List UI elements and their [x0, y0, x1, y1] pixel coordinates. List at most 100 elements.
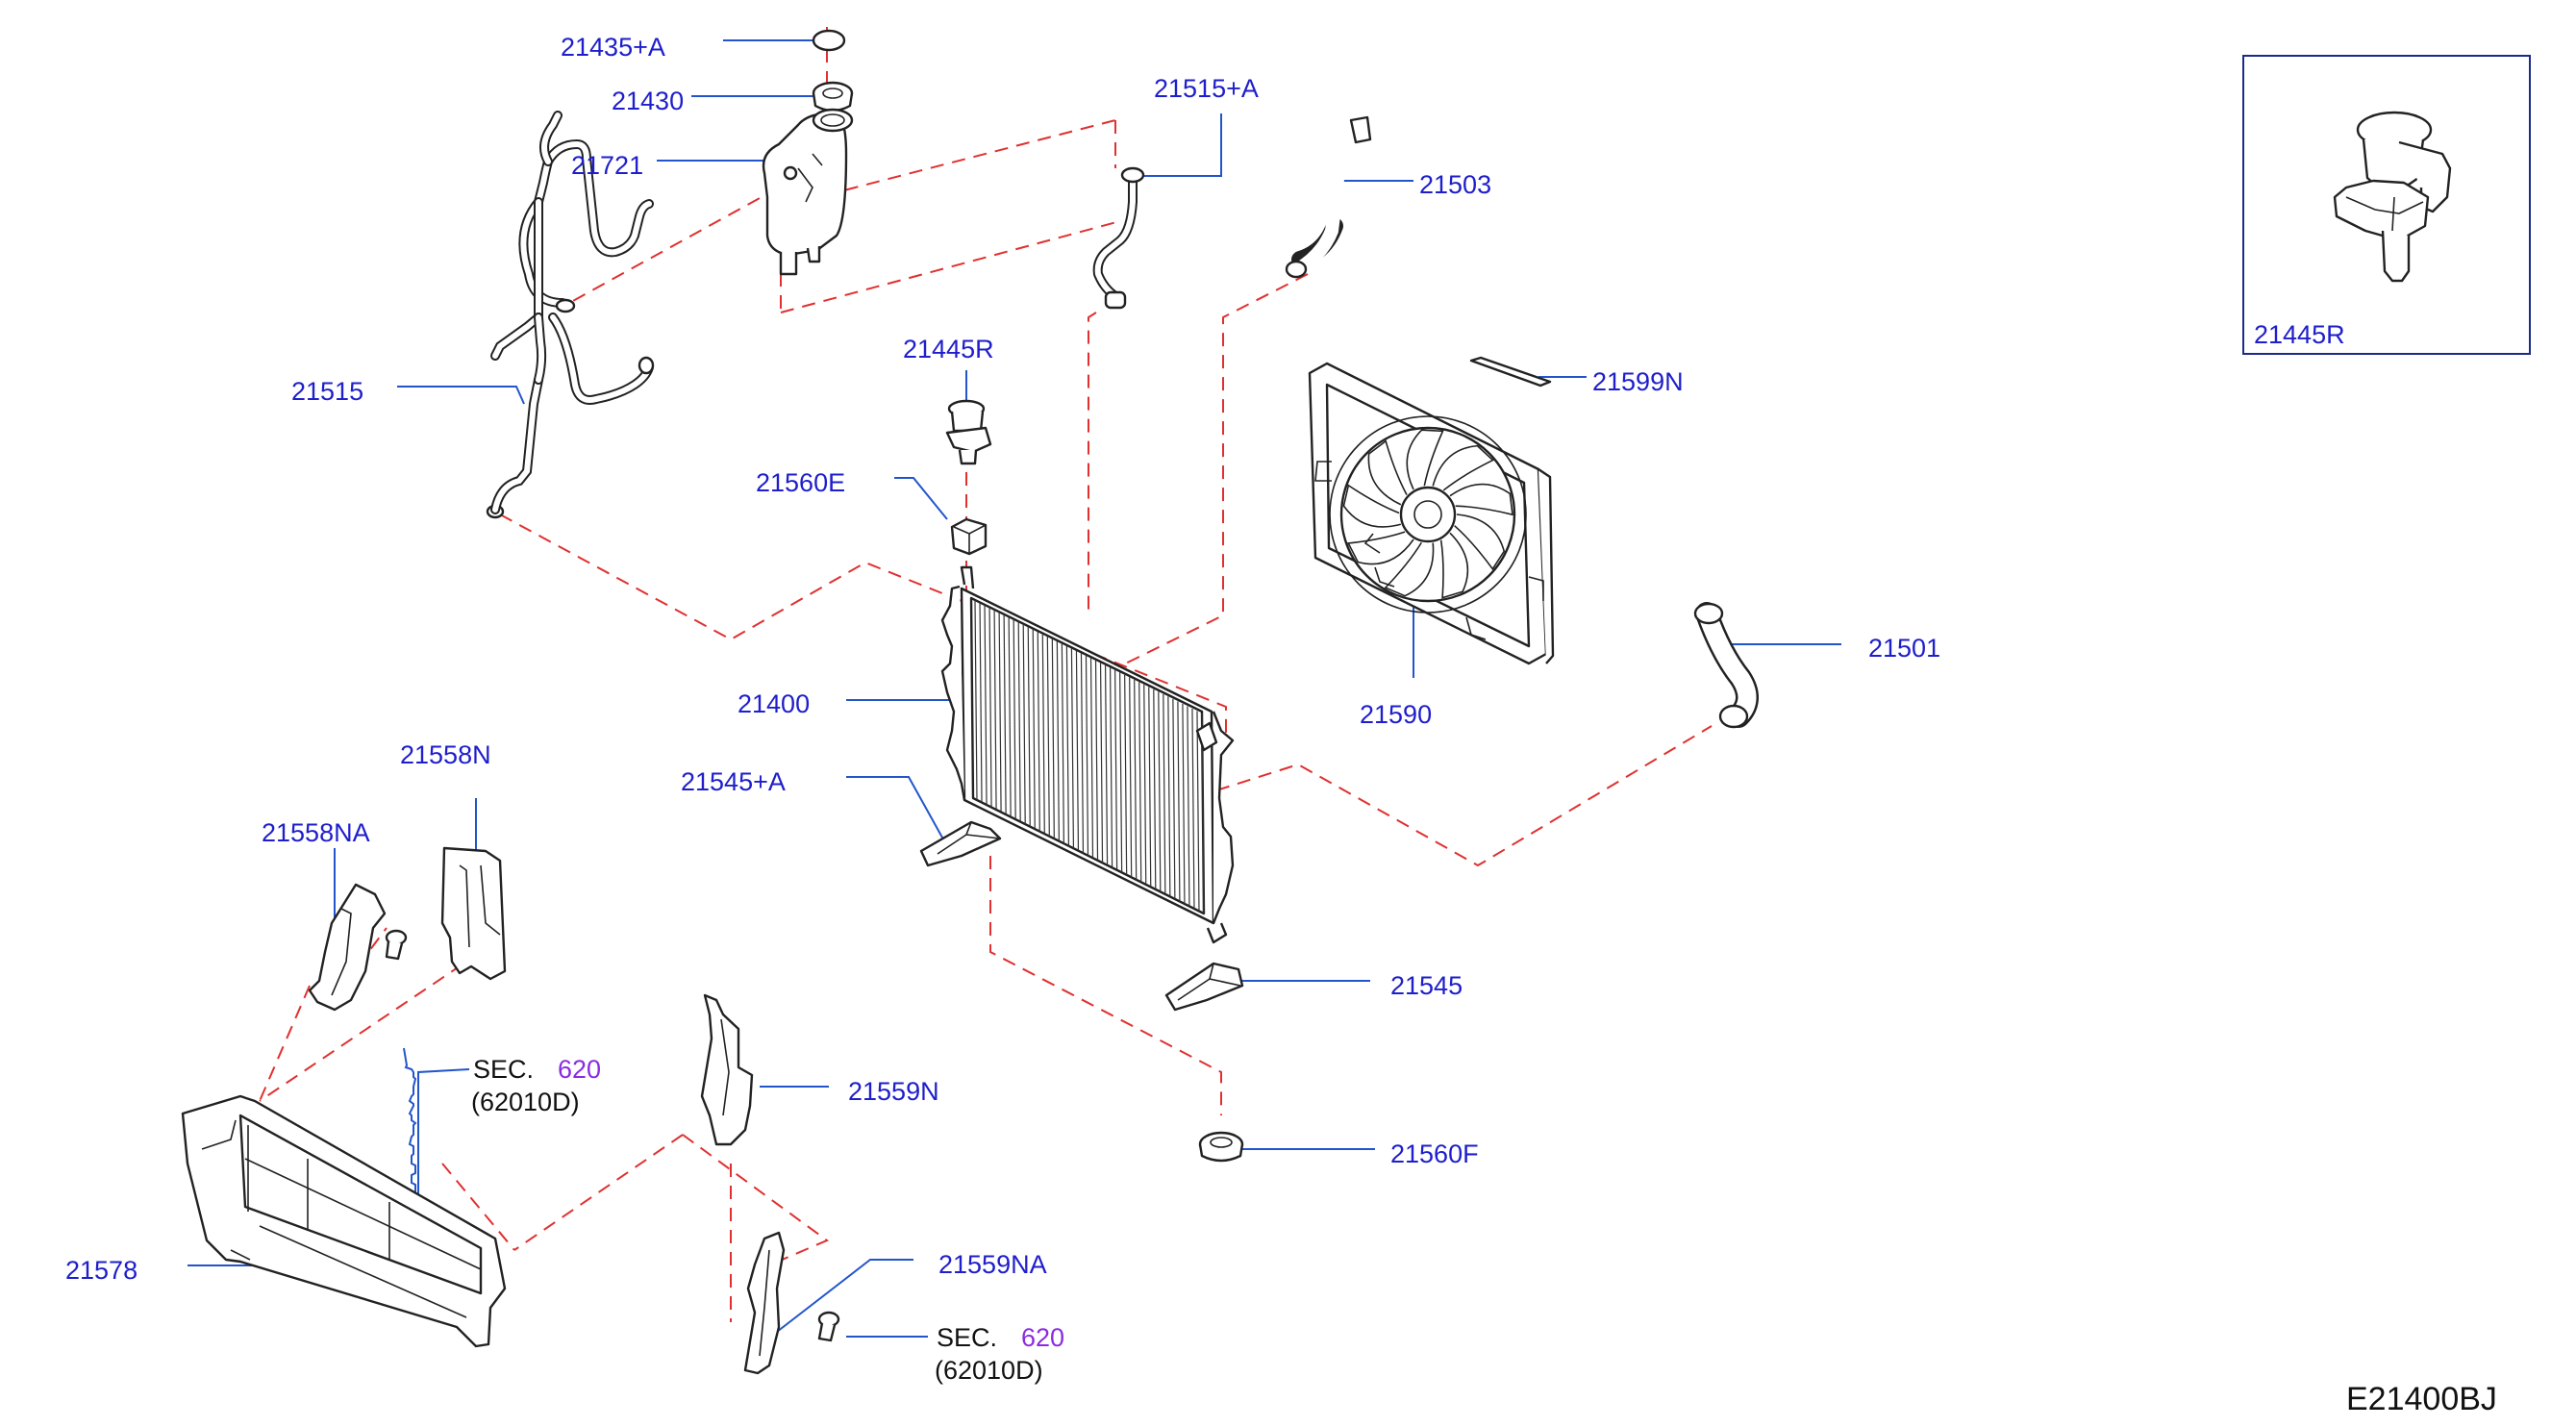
radiator-fin	[1109, 667, 1113, 868]
radiator-fin	[1037, 631, 1040, 832]
radiator-fin	[1182, 703, 1186, 904]
radiator-fin	[1191, 708, 1195, 909]
label-21545: 21545	[1390, 971, 1463, 1000]
radiator-fin	[1099, 663, 1104, 864]
mount-21560e-drawing	[950, 517, 988, 556]
radiator-fin	[988, 607, 992, 808]
label-21501: 21501	[1868, 634, 1940, 663]
radiator-fin	[1056, 640, 1060, 841]
fan-blade	[1342, 484, 1402, 528]
mount-21560f-drawing	[1198, 1131, 1244, 1163]
clip-21445r-drawing	[945, 399, 992, 465]
sec-ref-upper-sub: (62010D)	[471, 1088, 580, 1116]
label-21559n: 21559N	[848, 1077, 939, 1106]
part-labels: 21435+A 21430 21721 21515+A 21503 21515 …	[65, 33, 2497, 1417]
label-21400: 21400	[738, 689, 810, 718]
radiator-fin	[1041, 634, 1045, 835]
fan-blade	[1454, 513, 1506, 571]
deflector-21558na-drawing	[308, 883, 387, 1012]
radiator-fin	[984, 605, 988, 806]
radiator-fin	[1089, 658, 1094, 859]
fan-shroud-21590-drawing	[1308, 362, 1555, 665]
label-21558na: 21558NA	[262, 818, 370, 847]
label-21515: 21515	[291, 377, 363, 406]
radiator-fin	[1075, 650, 1080, 851]
radiator-fin	[1196, 711, 1200, 912]
radiator-fin	[993, 610, 997, 811]
radiator-fin	[979, 602, 983, 803]
sec-ref-lower-sub: (62010D)	[935, 1356, 1043, 1385]
radiator-fin	[1051, 638, 1055, 839]
label-21435a: 21435+A	[561, 33, 665, 62]
radiator-fin	[1070, 648, 1075, 849]
radiator-fin	[998, 612, 1002, 813]
sec-ref-upper-prefix: SEC.	[473, 1055, 534, 1084]
hose-21503-drawing	[1285, 115, 1372, 279]
bracket-21545-drawing	[1164, 962, 1244, 1012]
radiator-fin	[1153, 688, 1157, 889]
radiator-fin	[1163, 693, 1166, 894]
radiator-fin	[1143, 684, 1147, 885]
label-21558n: 21558N	[400, 740, 491, 769]
radiator-fin	[1134, 679, 1138, 880]
label-21430: 21430	[612, 87, 684, 115]
sec-ref-lower-number: 620	[1021, 1323, 1064, 1352]
radiator-fin	[1046, 636, 1050, 837]
seal-strip-21599n-drawing	[1469, 356, 1552, 388]
label-21445r: 21445R	[903, 335, 994, 363]
radiator-fin	[974, 599, 978, 801]
fan-blade	[1449, 483, 1513, 516]
leader-lines	[188, 39, 1841, 1338]
label-21545a: 21545+A	[681, 767, 786, 796]
diagram-code: E21400BJ	[2346, 1381, 2497, 1417]
radiator-fin	[1167, 696, 1171, 897]
radiator-fin	[1104, 664, 1109, 865]
radiator-fin	[1129, 677, 1133, 878]
filler-cap-21430-drawing	[812, 81, 854, 113]
radiator-fin	[1061, 643, 1064, 844]
radiator-fin	[1013, 619, 1016, 820]
radiator-21400-drawing	[940, 565, 1235, 944]
bolt-sec620-lower-drawing	[817, 1311, 840, 1342]
label-21599n: 21599N	[1592, 367, 1684, 396]
cap-21435a-drawing	[812, 29, 846, 52]
air-guide-21578-drawing	[181, 1094, 507, 1348]
bolt-sec620-upper-drawing	[385, 929, 408, 961]
radiator-fin	[1017, 621, 1021, 822]
inset-box-21445r	[2242, 55, 2531, 355]
radiator-fin	[1065, 645, 1070, 846]
radiator-fin	[1148, 687, 1152, 888]
label-21559na: 21559NA	[938, 1250, 1047, 1279]
label-21503: 21503	[1419, 170, 1491, 199]
fan-blade	[1384, 541, 1435, 597]
bracket-21545a-drawing	[919, 820, 1002, 867]
radiator-fin	[1027, 626, 1031, 827]
fan-blade	[1367, 439, 1408, 506]
clip-21445r-inset-drawing	[2333, 111, 2452, 283]
radiator-fin	[1080, 653, 1085, 854]
radiator-fin	[1187, 706, 1190, 907]
fan-blade	[1432, 444, 1494, 491]
hose-21515a-drawing	[1092, 166, 1145, 310]
radiator-fin	[1003, 614, 1007, 815]
sec-ref-lower-prefix: SEC.	[937, 1323, 997, 1352]
radiator-fin	[1114, 669, 1118, 870]
reservoir-tank-21721-drawing	[762, 108, 854, 276]
hose-21515-drawing	[486, 111, 655, 519]
radiator-fin	[1172, 698, 1176, 899]
deflector-21559na-drawing	[743, 1231, 786, 1375]
radiator-fin	[1032, 629, 1036, 830]
radiator-fin	[1008, 616, 1012, 817]
label-21721: 21721	[571, 151, 643, 180]
fan-blade	[1439, 532, 1469, 599]
deflector-21559n-drawing	[700, 993, 754, 1146]
deflector-21558n-drawing	[440, 846, 507, 981]
radiator-fin	[1124, 674, 1128, 875]
label-21445r-inset: 21445R	[2254, 320, 2345, 349]
label-21560e: 21560E	[756, 468, 845, 497]
radiator-fin	[1022, 624, 1026, 825]
label-21590: 21590	[1360, 700, 1432, 729]
label-21515a: 21515+A	[1154, 74, 1259, 103]
fan-blade	[1347, 531, 1414, 565]
